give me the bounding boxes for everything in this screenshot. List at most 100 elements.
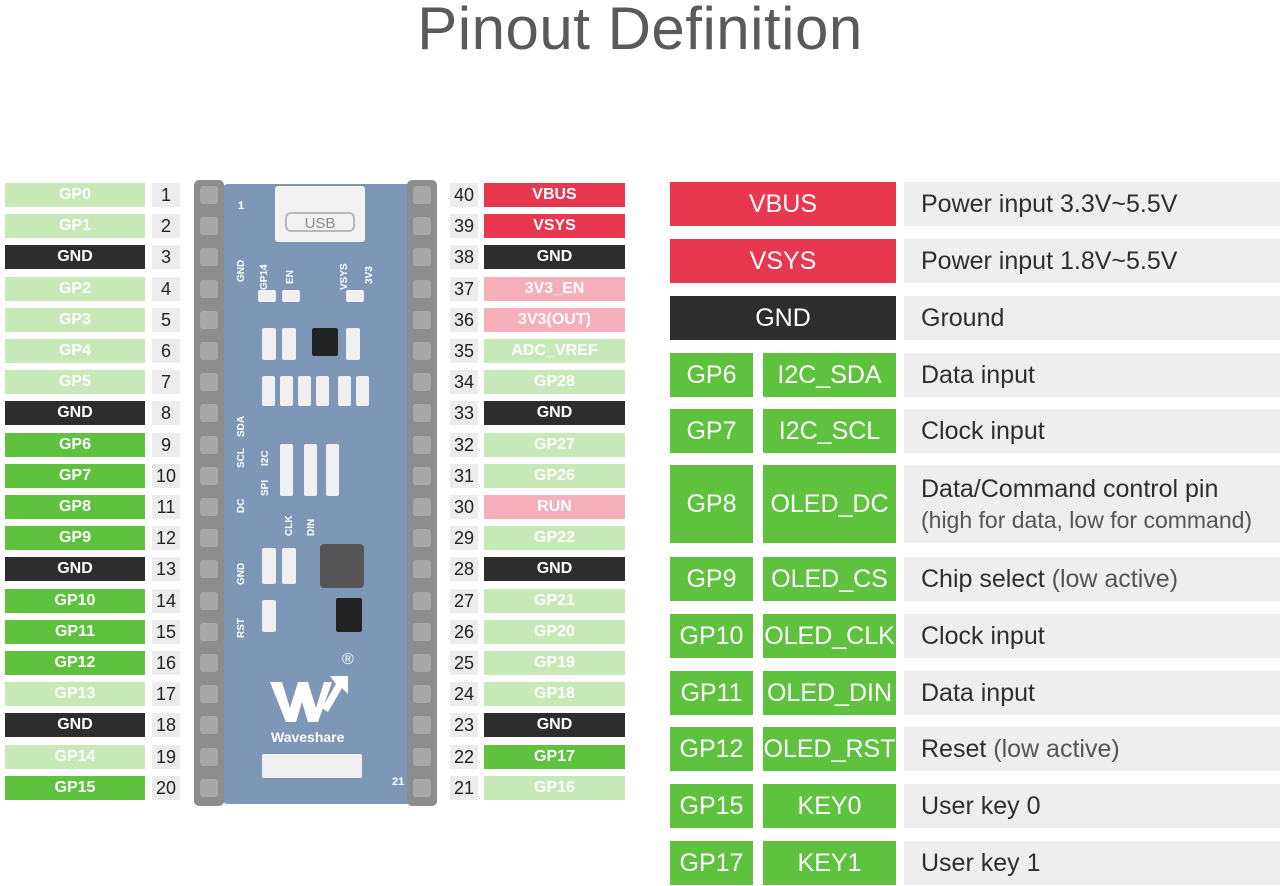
table-gpio-cell: GP15 bbox=[670, 784, 753, 828]
header-pin bbox=[413, 279, 431, 298]
table-gpio-cell: GP6 bbox=[670, 353, 753, 397]
header-pin bbox=[200, 529, 218, 548]
table-gpio-cell: GP9 bbox=[670, 557, 753, 601]
header-pin bbox=[200, 248, 218, 267]
header-pin bbox=[413, 529, 431, 548]
header-pin bbox=[413, 248, 431, 267]
table-function-cell: KEY1 bbox=[763, 841, 896, 885]
pin-label: VBUS bbox=[484, 183, 625, 207]
pin-label: GP21 bbox=[484, 588, 625, 613]
pin-number: 4 bbox=[152, 276, 180, 301]
resistor bbox=[316, 376, 329, 406]
pin-label: GP6 bbox=[5, 432, 145, 457]
waveshare-logo bbox=[268, 668, 352, 733]
silk-label: SDA bbox=[236, 415, 247, 437]
silk-label: SPI bbox=[260, 479, 271, 496]
header-pin bbox=[413, 747, 431, 766]
pin-label: GP18 bbox=[484, 682, 625, 707]
header-pin bbox=[200, 279, 218, 298]
description-text: Data input bbox=[921, 361, 1035, 389]
table-description-cell: Data/Command control pin(high for data, … bbox=[904, 465, 1280, 543]
table-description-cell: Reset (low active) bbox=[904, 727, 1280, 771]
pin-label: GND bbox=[484, 713, 625, 738]
resistor bbox=[262, 376, 275, 406]
pin-label: GP0 bbox=[5, 183, 145, 207]
left-pin-header bbox=[194, 180, 224, 806]
pin-label: GP8 bbox=[5, 495, 145, 519]
pin-number: 22 bbox=[450, 744, 478, 769]
pin-label: 3V3(OUT) bbox=[484, 307, 625, 332]
pin-label: GND bbox=[5, 713, 145, 738]
pin-label: GP12 bbox=[5, 651, 145, 675]
silk-label: RST bbox=[236, 618, 247, 638]
silk-label: CLK bbox=[284, 515, 295, 536]
header-pin bbox=[413, 404, 431, 423]
table-description-cell: User key 1 bbox=[904, 841, 1280, 885]
header-pin bbox=[200, 747, 218, 766]
silk-label: VSYS bbox=[339, 263, 350, 290]
pin-number: 24 bbox=[450, 682, 478, 707]
header-pin bbox=[200, 186, 218, 204]
pin21-mark: 21 bbox=[392, 776, 405, 788]
table-gpio-cell: GP12 bbox=[670, 727, 753, 771]
header-pin bbox=[200, 778, 218, 797]
table-function-cell: I2C_SCL bbox=[763, 409, 896, 453]
header-pin bbox=[413, 685, 431, 704]
silk-label: SCL bbox=[236, 448, 247, 468]
pin-label: GP14 bbox=[5, 744, 145, 769]
table-function-cell: KEY0 bbox=[763, 784, 896, 828]
pin-label: GP17 bbox=[484, 744, 625, 769]
pin-number: 21 bbox=[450, 775, 478, 800]
pin-number: 7 bbox=[152, 370, 180, 395]
table-function-cell: I2C_SDA bbox=[763, 353, 896, 397]
pin-number: 31 bbox=[450, 463, 478, 488]
header-pin bbox=[413, 217, 431, 236]
pin-number: 29 bbox=[450, 526, 478, 551]
pin-number: 37 bbox=[450, 276, 478, 301]
silk-label: DC bbox=[236, 498, 247, 513]
description-text: Chip select bbox=[921, 565, 1045, 593]
smd-component bbox=[258, 290, 276, 302]
pin-label: GP3 bbox=[5, 307, 145, 332]
smd-component bbox=[282, 290, 300, 302]
table-function-cell: OLED_DC bbox=[763, 465, 896, 543]
header-pin bbox=[413, 310, 431, 329]
pin-label: GP27 bbox=[484, 432, 625, 457]
pin-label: GP15 bbox=[5, 775, 145, 800]
pin-number: 28 bbox=[450, 557, 478, 582]
table-function-cell: OLED_DIN bbox=[763, 671, 896, 715]
pin-label: GP26 bbox=[484, 463, 625, 488]
pin-number: 38 bbox=[450, 245, 478, 270]
smd-component bbox=[262, 328, 276, 360]
table-description-cell: User key 0 bbox=[904, 784, 1280, 828]
pin-number: 27 bbox=[450, 588, 478, 613]
table-gpio-cell: VSYS bbox=[670, 239, 896, 283]
pin-label: GP1 bbox=[5, 214, 145, 239]
right-pin-header bbox=[407, 180, 437, 806]
pin-number: 33 bbox=[450, 401, 478, 426]
smd-component bbox=[282, 328, 296, 360]
header-pin bbox=[413, 622, 431, 641]
header-pin bbox=[200, 716, 218, 735]
silk-label: GP14 bbox=[259, 264, 270, 290]
header-pin bbox=[200, 342, 218, 360]
smd-component bbox=[262, 600, 276, 632]
smd-component bbox=[262, 548, 276, 584]
pin-number: 39 bbox=[450, 214, 478, 239]
header-pin bbox=[413, 466, 431, 485]
header-pin bbox=[413, 560, 431, 579]
pin-label: GP2 bbox=[5, 276, 145, 301]
table-description-cell: Ground bbox=[904, 296, 1280, 340]
pin-number: 40 bbox=[450, 183, 478, 207]
silk-label: I2C bbox=[260, 450, 271, 466]
pin-number: 17 bbox=[152, 682, 180, 707]
silk-label: 3V3 bbox=[364, 266, 375, 284]
header-pin bbox=[413, 373, 431, 392]
table-gpio-cell: VBUS bbox=[670, 182, 896, 226]
smd-component bbox=[282, 548, 296, 584]
pin-number: 15 bbox=[152, 619, 180, 644]
smd-component bbox=[346, 290, 364, 302]
table-gpio-cell: GND bbox=[670, 296, 896, 340]
pin-label: GP11 bbox=[5, 619, 145, 644]
pin-number: 36 bbox=[450, 307, 478, 332]
